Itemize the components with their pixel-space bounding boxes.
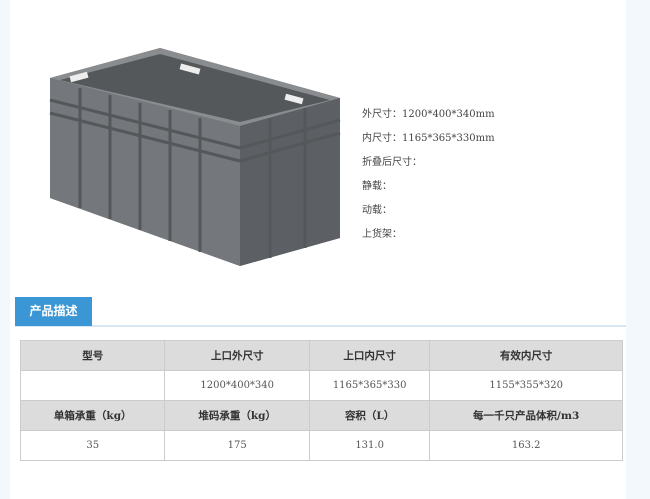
table-header-row: 型号 上口外尺寸 上口内尺寸 有效内尺寸 [19,340,623,371]
spec-value: 1200*400*340mm [402,109,495,120]
table-cell [19,370,166,401]
table-cell: 1200*400*340 [164,370,310,401]
spec-dynamic-load: 动载： [362,204,495,228]
spec-label: 动载： [362,205,392,216]
spec-label: 内尺寸： [362,133,402,144]
table-header-cell: 上口内尺寸 [308,340,431,371]
spec-value: 1165*365*330mm [402,133,495,144]
table-cell: 1155*355*320 [429,370,623,401]
table-cell: 175 [164,430,310,461]
spec-outer-size: 外尺寸：1200*400*340mm [362,108,495,132]
spec-inner-size: 内尺寸：1165*365*330mm [362,132,495,156]
tab-bar: 产品描述 [15,297,626,327]
table-header-cell: 容积（L） [308,400,431,431]
table-cell: 35 [19,430,166,461]
spec-label: 折叠后尺寸： [362,157,422,168]
spec-label: 静载： [362,181,392,192]
product-page: 外尺寸：1200*400*340mm 内尺寸：1165*365*330mm 折叠… [10,0,626,499]
tab-product-description[interactable]: 产品描述 [15,297,92,326]
table-header-cell: 有效内尺寸 [429,340,623,371]
spec-label: 外尺寸： [362,109,402,120]
table-cell: 1165*365*330 [308,370,431,401]
table-row: 35 175 131.0 163.2 [19,430,623,461]
spec-shelf: 上货架： [362,228,495,252]
spec-static-load: 静载： [362,180,495,204]
table-header-cell: 单箱承重（kg） [19,400,166,431]
spec-list: 外尺寸：1200*400*340mm 内尺寸：1165*365*330mm 折叠… [362,108,495,252]
table-header-row: 单箱承重（kg） 堆码承重（kg） 容积（L） 每一千只产品体积/m3 [19,400,623,431]
spec-table: 型号 上口外尺寸 上口内尺寸 有效内尺寸 1200*400*340 1165*3… [19,340,623,461]
product-image-crate [49,48,341,266]
table-header-cell: 上口外尺寸 [164,340,310,371]
table-row: 1200*400*340 1165*365*330 1155*355*320 [19,370,623,401]
spec-label: 上货架： [362,229,402,240]
table-header-cell: 型号 [19,340,166,371]
table-cell: 163.2 [429,430,623,461]
table-cell: 131.0 [308,430,431,461]
spec-folded-size: 折叠后尺寸： [362,156,495,180]
table-header-cell: 每一千只产品体积/m3 [429,400,623,431]
table-header-cell: 堆码承重（kg） [164,400,310,431]
